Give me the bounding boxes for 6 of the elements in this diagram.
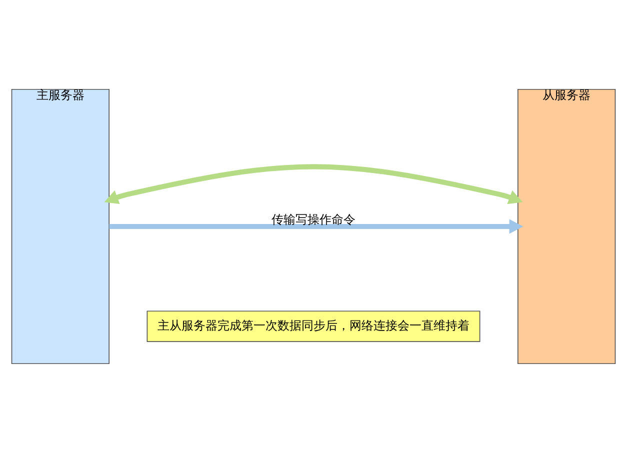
edge-label: 传输写操作命令 (272, 212, 356, 226)
node-box: 主从服务器完成第一次数据同步后，网络连接会一直维持着 (146, 310, 480, 342)
arrow (109, 218, 524, 234)
arrow (104, 164, 523, 204)
node-box: 主服务器 (11, 88, 110, 364)
node-box: 从服务器 (517, 88, 616, 364)
